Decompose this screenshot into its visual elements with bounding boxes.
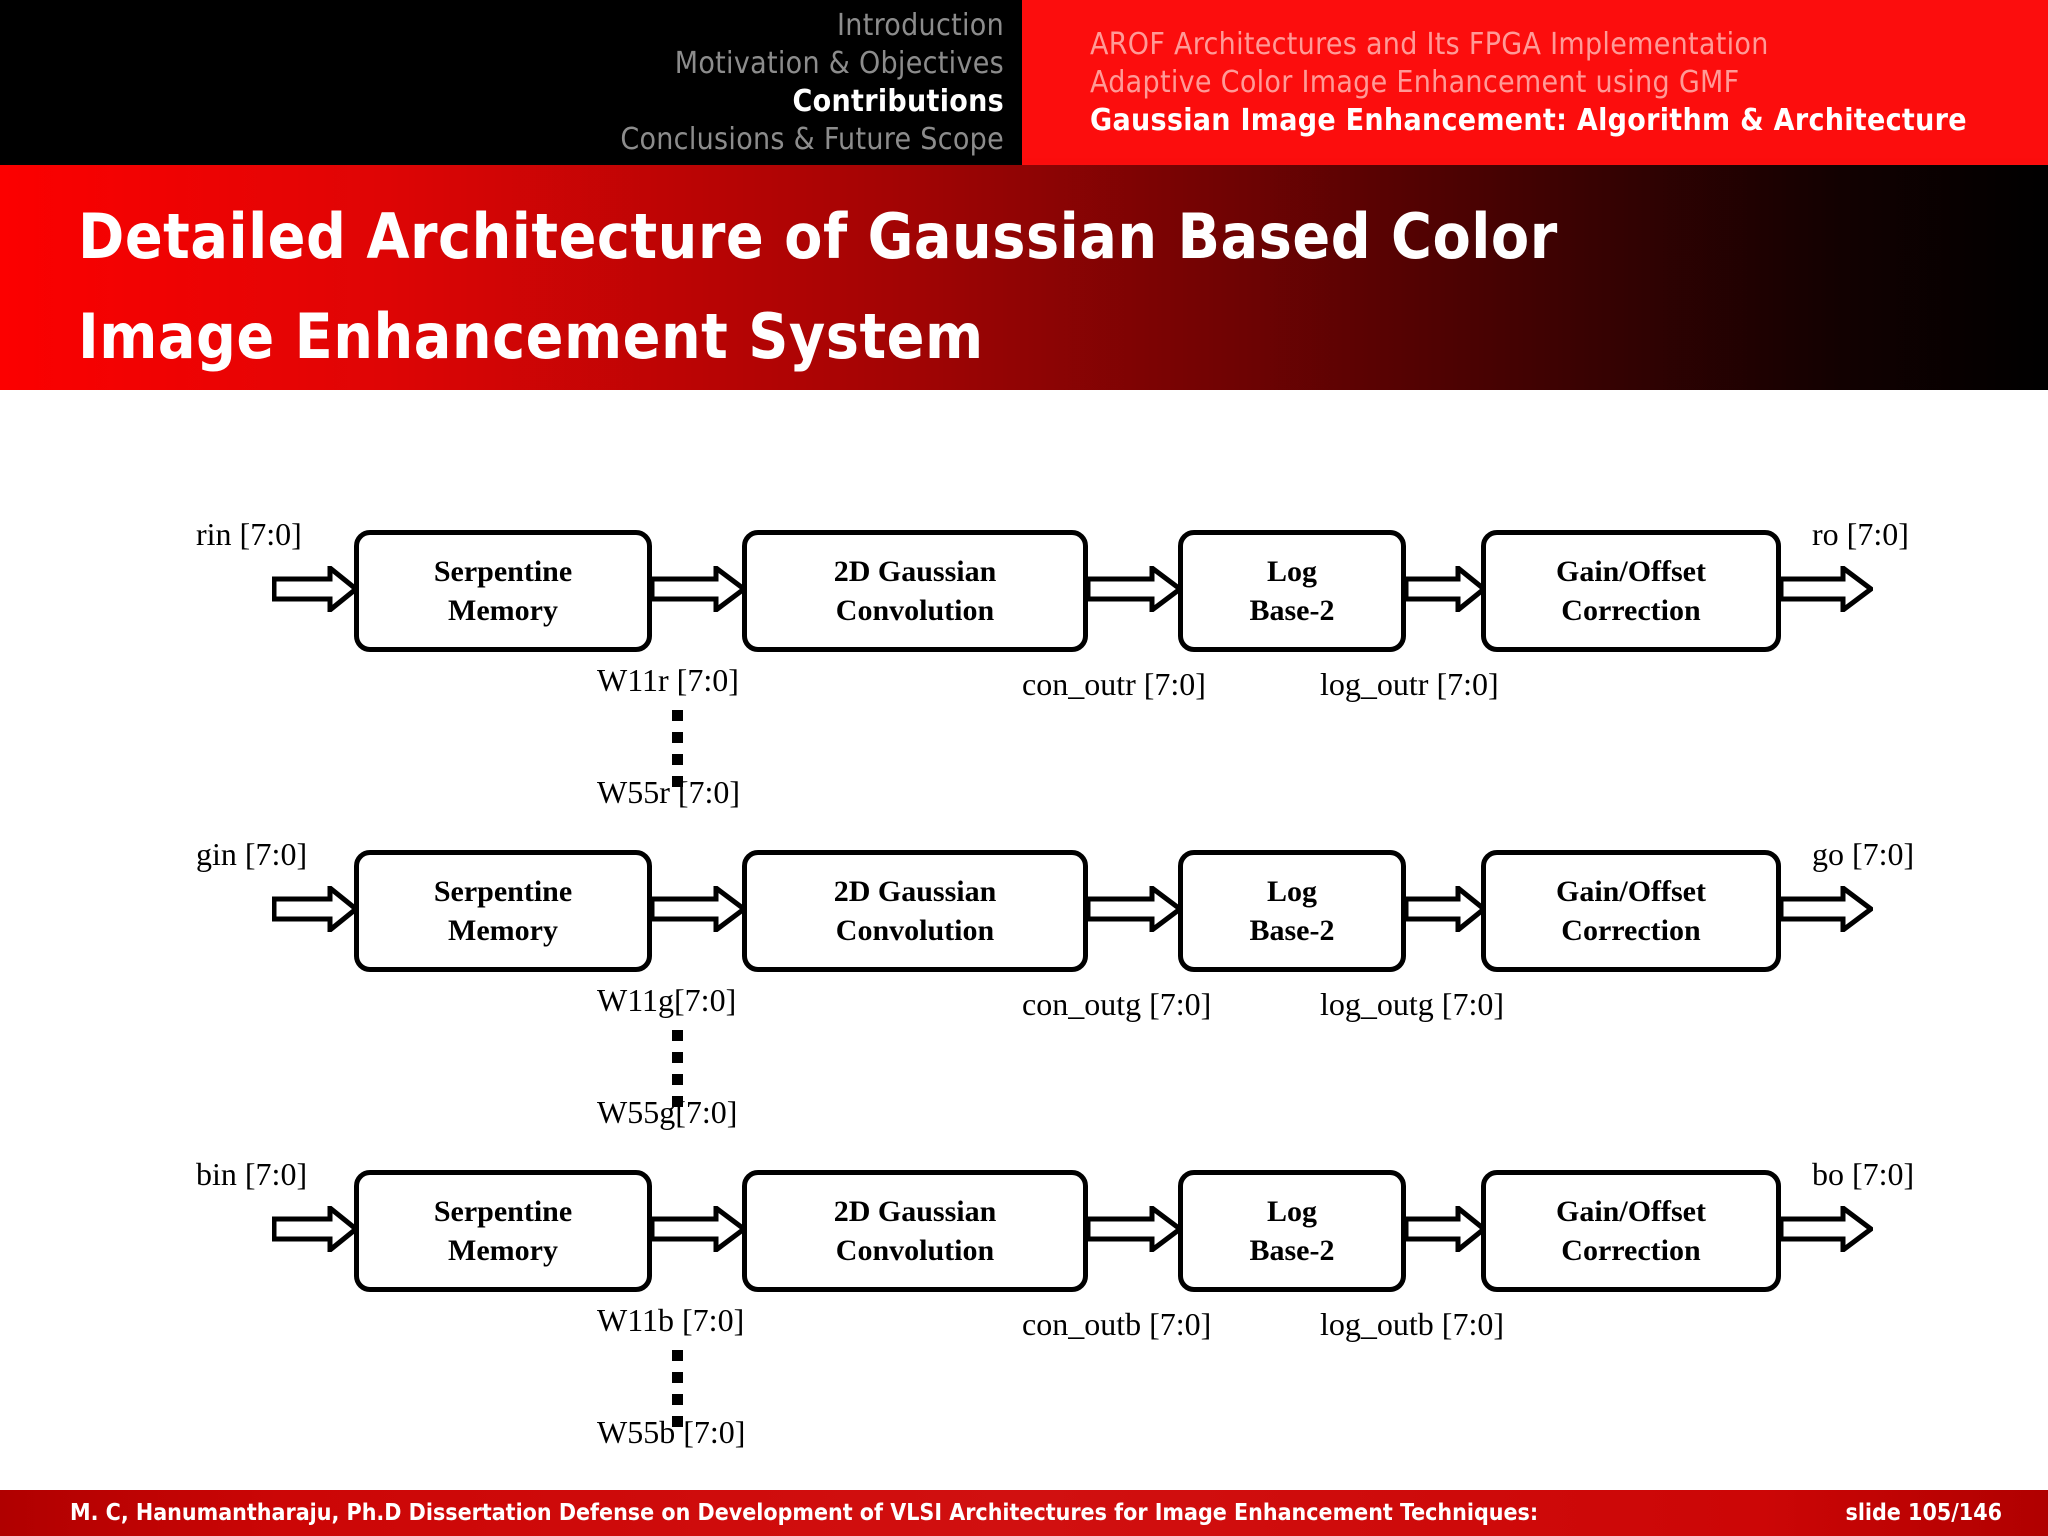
- block-label-line-1: Serpentine: [433, 555, 573, 588]
- log-out-label-green: log_outg [7:0]: [1320, 986, 1504, 1022]
- nav-item-adaptive-color-gmf[interactable]: Adaptive Color Image Enhancement using G…: [1090, 64, 1740, 100]
- vertical-ellipsis-green: [672, 1030, 683, 1118]
- block-label-line-2: Memory: [448, 1234, 558, 1267]
- block-label-line-1: Serpentine: [433, 1195, 573, 1228]
- log-out-label-blue: log_outb [7:0]: [1320, 1306, 1504, 1342]
- block-label-line-2: Base-2: [1249, 594, 1335, 627]
- nav-item-arof-architectures[interactable]: AROF Architectures and Its FPGA Implemen…: [1090, 26, 1769, 62]
- arrow-gain-to-output-red: [1779, 566, 1873, 612]
- block-label-line-2: Base-2: [1249, 1234, 1335, 1267]
- input-port-label-red: rin [7:0]: [196, 516, 302, 552]
- block-label-line-1: Gain/Offset: [1556, 875, 1706, 908]
- block-gain-offset-correction-blue: Gain/Offset Correction: [1481, 1170, 1781, 1292]
- block-label-line-2: Memory: [448, 914, 558, 947]
- block-label-line-1: Log: [1266, 555, 1317, 588]
- vertical-ellipsis-blue: [672, 1350, 683, 1438]
- nav-item-contributions[interactable]: Contributions: [792, 83, 1004, 119]
- weight-first-label-green: W11g[7:0]: [597, 982, 737, 1018]
- slide-header: Introduction Motivation & Objectives Con…: [0, 0, 2048, 165]
- page-title-line-1: Detailed Architecture of Gaussian Based …: [78, 200, 1558, 273]
- block-2d-gaussian-convolution-blue: 2D Gaussian Convolution: [742, 1170, 1088, 1292]
- arrow-log-to-gain-green: [1404, 886, 1486, 932]
- slide-footer: M. C, Hanumantharaju, Ph.D Dissertation …: [0, 1490, 2048, 1536]
- block-label-line-2: Correction: [1561, 594, 1701, 627]
- arrow-log-to-gain-blue: [1404, 1206, 1486, 1252]
- nav-subsections-right: AROF Architectures and Its FPGA Implemen…: [1022, 0, 2048, 165]
- output-port-label-blue: bo [7:0]: [1812, 1156, 1915, 1192]
- block-serpentine-memory-blue: Serpentine Memory: [354, 1170, 652, 1292]
- block-log-base-2-red: Log Base-2: [1178, 530, 1406, 652]
- block-serpentine-memory-red: Serpentine Memory: [354, 530, 652, 652]
- block-label-line-1: 2D Gaussian: [833, 1195, 997, 1228]
- footer-author-text: M. C, Hanumantharaju, Ph.D Dissertation …: [70, 1500, 1539, 1526]
- weight-last-label-green: W55g[7:0]: [597, 1094, 738, 1130]
- block-gain-offset-correction-red: Gain/Offset Correction: [1481, 530, 1781, 652]
- input-port-label-green: gin [7:0]: [196, 836, 308, 872]
- block-label-line-2: Correction: [1561, 914, 1701, 947]
- block-label-line-2: Convolution: [835, 914, 995, 947]
- con-out-label-red: con_outr [7:0]: [1022, 666, 1206, 702]
- arrow-serpentine-to-gaussian-green: [650, 886, 746, 932]
- block-label-line-1: Serpentine: [433, 875, 573, 908]
- weight-last-label-blue: W55b [7:0]: [597, 1414, 746, 1450]
- weight-first-label-blue: W11b [7:0]: [597, 1302, 745, 1338]
- block-log-base-2-blue: Log Base-2: [1178, 1170, 1406, 1292]
- block-label-line-2: Convolution: [835, 594, 995, 627]
- arrow-gain-to-output-blue: [1779, 1206, 1873, 1252]
- nav-item-conclusions-future-scope[interactable]: Conclusions & Future Scope: [620, 121, 1004, 157]
- block-label-line-2: Base-2: [1249, 914, 1335, 947]
- block-label-line-2: Memory: [448, 594, 558, 627]
- nav-item-motivation-objectives[interactable]: Motivation & Objectives: [674, 45, 1004, 81]
- block-label-line-2: Convolution: [835, 1234, 995, 1267]
- nav-item-introduction[interactable]: Introduction: [837, 7, 1004, 43]
- footer-slide-number: slide 105/146: [1845, 1500, 2003, 1526]
- arrow-input-to-serpentine-blue: [272, 1206, 358, 1252]
- arrow-log-to-gain-red: [1404, 566, 1486, 612]
- block-2d-gaussian-convolution-red: 2D Gaussian Convolution: [742, 530, 1088, 652]
- arrow-gain-to-output-green: [1779, 886, 1873, 932]
- block-label-line-1: Gain/Offset: [1556, 1195, 1706, 1228]
- block-label-line-1: Log: [1266, 1195, 1317, 1228]
- input-port-label-blue: bin [7:0]: [196, 1156, 308, 1192]
- arrow-gaussian-to-log-green: [1086, 886, 1182, 932]
- block-label-line-1: Log: [1266, 875, 1317, 908]
- con-out-label-blue: con_outb [7:0]: [1022, 1306, 1212, 1342]
- vertical-ellipsis-red: [672, 710, 683, 798]
- block-serpentine-memory-green: Serpentine Memory: [354, 850, 652, 972]
- arrow-input-to-serpentine-green: [272, 886, 358, 932]
- con-out-label-green: con_outg [7:0]: [1022, 986, 1212, 1022]
- arrow-gaussian-to-log-blue: [1086, 1206, 1182, 1252]
- block-log-base-2-green: Log Base-2: [1178, 850, 1406, 972]
- block-gain-offset-correction-green: Gain/Offset Correction: [1481, 850, 1781, 972]
- page-title: Detailed Architecture of Gaussian Based …: [78, 187, 1878, 387]
- arrow-input-to-serpentine-red: [272, 566, 358, 612]
- output-port-label-red: ro [7:0]: [1812, 516, 1909, 552]
- architecture-diagram: rin [7:0] Serpentine Memory 2D Gaussian …: [0, 390, 2048, 1490]
- arrow-serpentine-to-gaussian-blue: [650, 1206, 746, 1252]
- block-label-line-2: Correction: [1561, 1234, 1701, 1267]
- log-out-label-red: log_outr [7:0]: [1320, 666, 1499, 702]
- arrow-serpentine-to-gaussian-red: [650, 566, 746, 612]
- page-title-line-2: Image Enhancement System: [78, 300, 984, 373]
- weight-first-label-red: W11r [7:0]: [597, 662, 739, 698]
- weight-last-label-red: W55r [7:0]: [597, 774, 741, 810]
- arrow-gaussian-to-log-red: [1086, 566, 1182, 612]
- nav-item-gaussian-image-enhancement[interactable]: Gaussian Image Enhancement: Algorithm & …: [1090, 102, 1967, 138]
- block-label-line-1: 2D Gaussian: [833, 875, 997, 908]
- slide-title-bar: Detailed Architecture of Gaussian Based …: [0, 165, 2048, 390]
- nav-sections-left: Introduction Motivation & Objectives Con…: [0, 0, 1022, 165]
- block-label-line-1: 2D Gaussian: [833, 555, 997, 588]
- block-label-line-1: Gain/Offset: [1556, 555, 1706, 588]
- block-2d-gaussian-convolution-green: 2D Gaussian Convolution: [742, 850, 1088, 972]
- output-port-label-green: go [7:0]: [1812, 836, 1915, 872]
